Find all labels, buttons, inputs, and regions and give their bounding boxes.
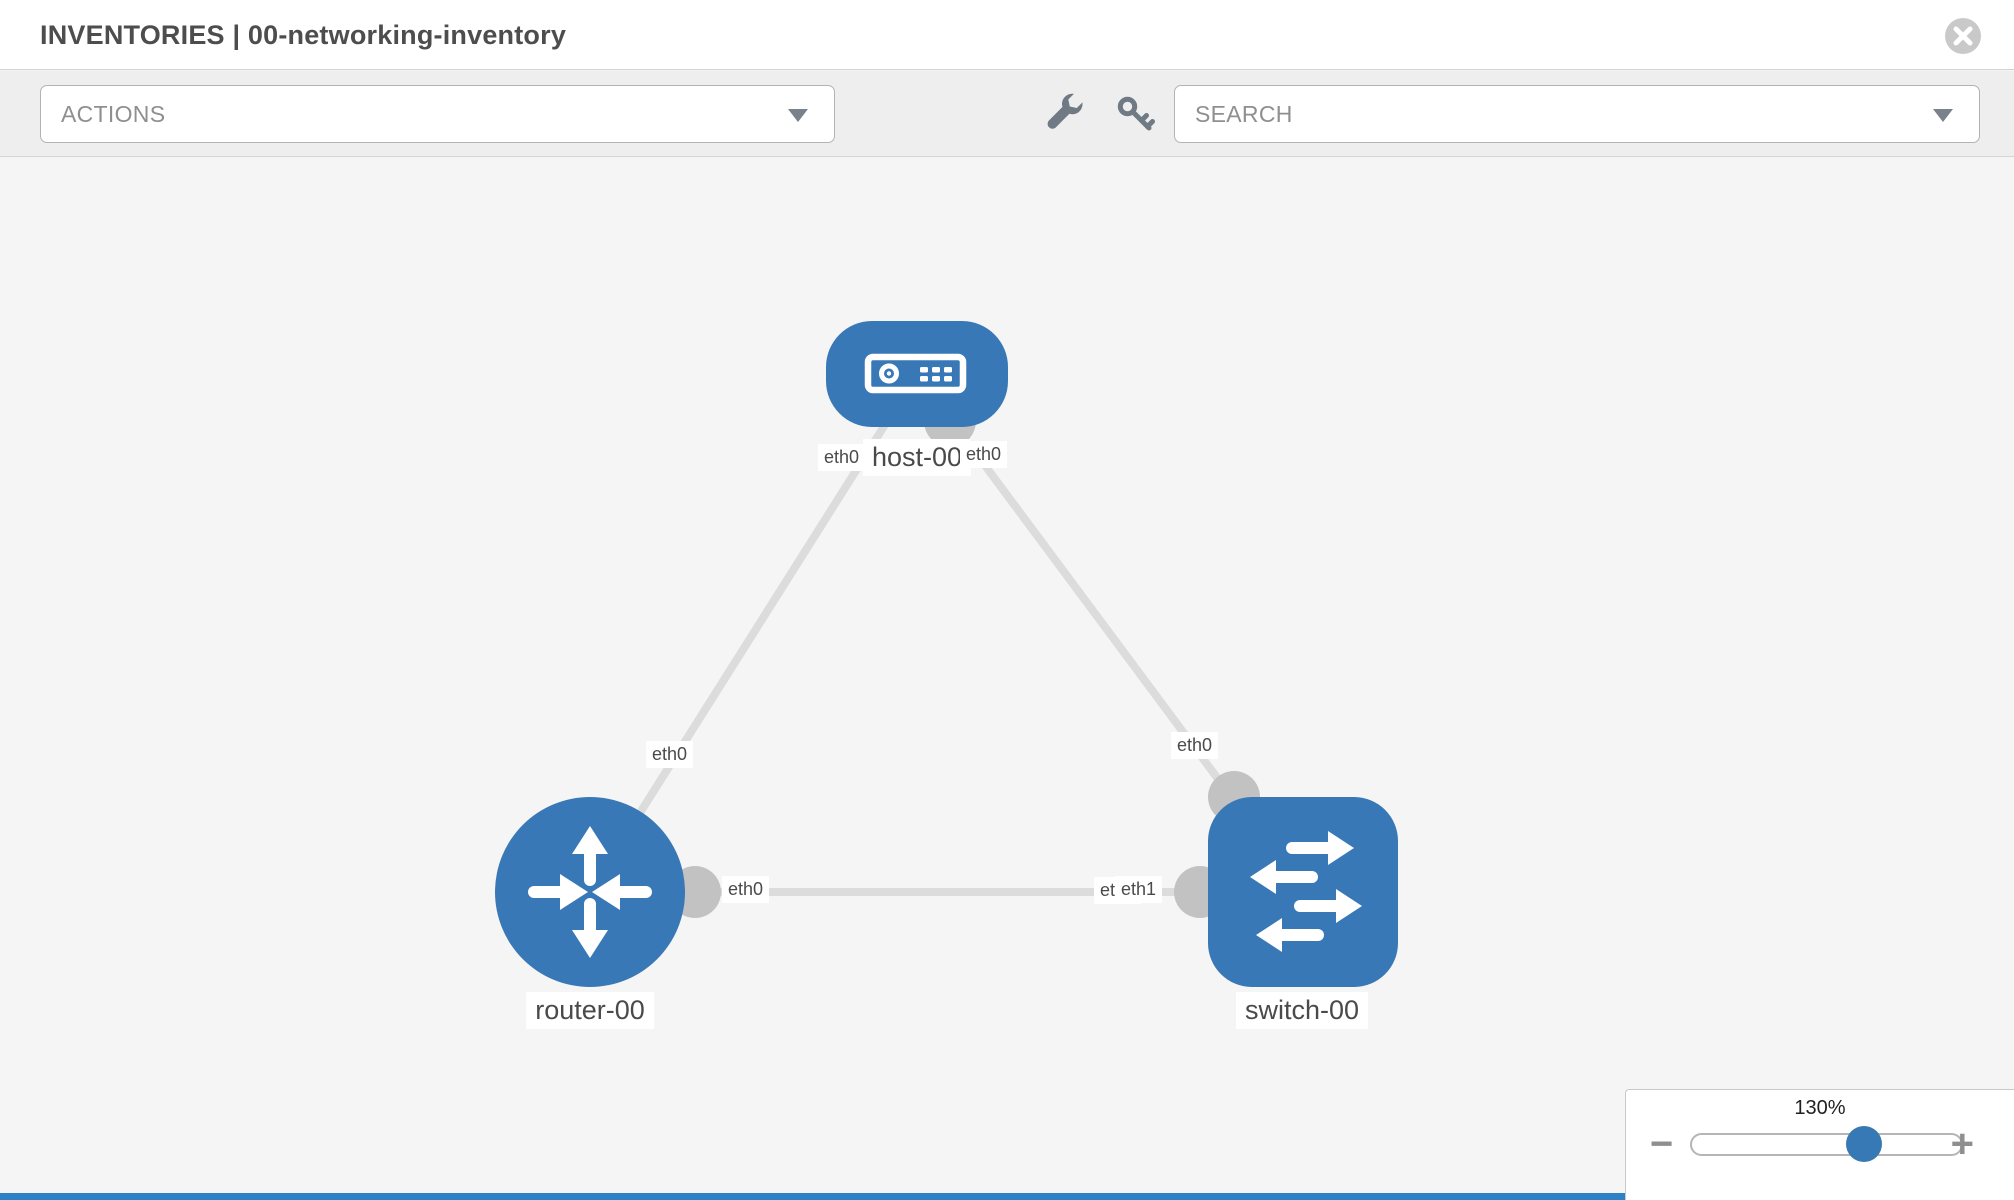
zoom-slider-thumb[interactable] [1846, 1126, 1882, 1162]
panel-header: INVENTORIES | 00-networking-inventory [0, 0, 2014, 70]
zoom-out-button[interactable]: − [1650, 1122, 1674, 1166]
zoom-control-panel: 130% − + [1625, 1089, 2014, 1200]
zoom-slider-track[interactable] [1690, 1133, 1963, 1156]
toolbar: ACTIONS SEARCH [0, 71, 2014, 157]
node-switch-00[interactable] [1208, 797, 1398, 987]
actions-dropdown[interactable]: ACTIONS [40, 85, 835, 143]
actions-dropdown-label: ACTIONS [61, 100, 166, 127]
node-label-router: router-00 [526, 992, 654, 1029]
topology-graph [495, 321, 1398, 987]
node-router-00[interactable] [495, 797, 685, 987]
topology-canvas[interactable]: host-00 router-00 switch-00 eth0 eth0 et… [0, 158, 2014, 1200]
iface-label-host-router-at-router: eth0 [646, 741, 694, 768]
node-label-host: host-00 [862, 439, 972, 476]
zoom-in-button[interactable]: + [1950, 1122, 1974, 1166]
chevron-down-icon [788, 109, 808, 122]
node-host-00[interactable] [826, 321, 1008, 427]
wrench-icon[interactable] [1046, 93, 1088, 135]
search-dropdown[interactable]: SEARCH [1174, 85, 1980, 143]
close-button[interactable] [1945, 18, 1981, 54]
bottom-accent-bar [0, 1193, 1625, 1200]
page-title: INVENTORIES | 00-networking-inventory [40, 20, 567, 50]
iface-label-host-switch-at-switch: eth0 [1171, 732, 1219, 759]
iface-label-host-switch-at-host: eth0 [960, 441, 1008, 468]
key-icon[interactable] [1114, 93, 1156, 135]
router-icon [528, 826, 652, 958]
iface-label-router-switch-at-switch-front: eth1 [1115, 876, 1163, 903]
switch-icon [1250, 831, 1362, 952]
iface-label-host-router-at-host: eth0 [818, 444, 866, 471]
zoom-level-value: 130% [1794, 1097, 1846, 1119]
node-label-switch: switch-00 [1235, 992, 1369, 1029]
host-icon [864, 353, 967, 394]
iface-label-router-switch-at-router: eth0 [722, 876, 770, 903]
chevron-down-icon [1933, 109, 1953, 122]
search-dropdown-label: SEARCH [1195, 100, 1293, 127]
close-icon [1953, 26, 1973, 46]
